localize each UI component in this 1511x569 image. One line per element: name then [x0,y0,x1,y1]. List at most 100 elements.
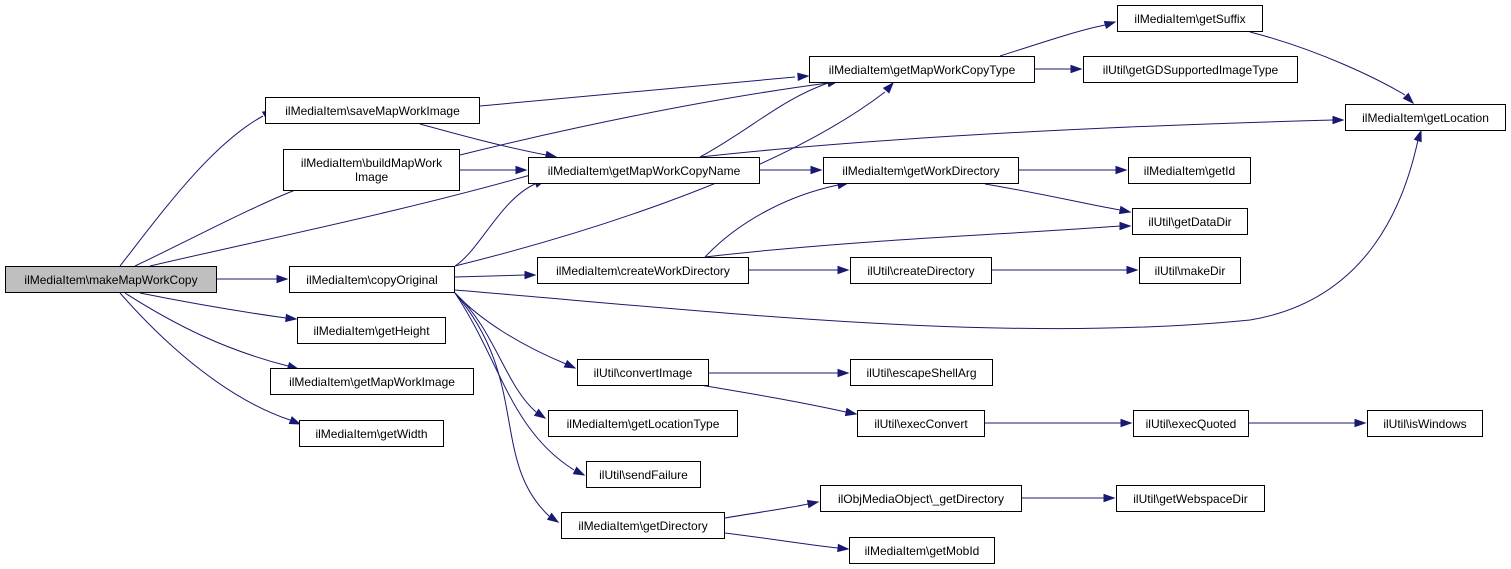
node-get-work-directory[interactable]: ilMediaItem\getWorkDirectory [823,157,1019,184]
node-label: ilMediaItem\getLocationType [566,416,720,431]
arrowhead [524,270,537,280]
arrowhead [1119,221,1132,231]
call-edge [704,225,1121,258]
node-get-height[interactable]: ilMediaItem\getHeight [297,317,446,344]
arrowhead [572,466,586,476]
arrowhead [1354,418,1367,428]
arrowhead [1070,64,1083,74]
call-edge [454,91,886,267]
node-exec-quoted[interactable]: ilUtil\execQuoted [1133,410,1249,437]
node-copy-original[interactable]: ilMediaItem\copyOriginal [289,266,455,293]
call-edge [724,532,839,549]
arrowhead [1413,129,1422,143]
node-get-map-work-copy-type[interactable]: ilMediaItem\getMapWorkCopyType [809,56,1035,83]
arrowhead [1115,165,1128,175]
arrowhead [533,408,547,419]
arrowhead [1126,265,1139,275]
arrowhead [515,165,528,175]
arrowhead [546,512,560,523]
node-send-failure[interactable]: ilUtil\sendFailure [586,461,701,488]
node-label: ilMediaItem\getLocation [1362,110,1489,125]
arrowhead [837,368,850,378]
call-edge [454,292,537,413]
arrowhead [1118,205,1132,215]
call-edge [134,186,304,267]
arrowhead [1103,493,1116,503]
node-label: ilMediaItem\getId [1143,163,1236,178]
arrowhead [1103,20,1117,30]
call-edge [454,292,550,517]
node-convert-image[interactable]: ilUtil\convertImage [577,359,709,386]
call-edge [1249,31,1406,96]
node-get-gd-supported-image-type[interactable]: ilUtil\getGDSupportedImageType [1083,56,1298,83]
call-edge [984,183,1121,211]
node-label: ilMediaItem\getSuffix [1134,11,1246,26]
node-obj-get-directory[interactable]: ilObjMediaObject\_getDirectory [820,485,1022,512]
call-edge [699,82,829,158]
node-save-map-work-image[interactable]: ilMediaItem\saveMapWorkImage [265,97,480,124]
node-is-windows[interactable]: ilUtil\isWindows [1367,410,1483,437]
node-label: ilUtil\getGDSupportedImageType [1102,62,1279,77]
node-label: ilMediaItem\getMapWorkCopyName [547,163,741,178]
arrowhead [882,81,894,94]
node-label: ilUtil\execConvert [874,416,968,431]
call-edge [139,292,287,319]
arrowhead [810,165,823,175]
call-edge [124,292,289,367]
node-label: ilMediaItem\getDirectory [578,518,708,533]
arrowhead [1402,92,1415,105]
node-create-directory[interactable]: ilUtil\createDirectory [850,257,992,284]
arrowhead [563,359,577,369]
call-edge [699,119,1334,158]
node-get-location[interactable]: ilMediaItem\getLocation [1345,104,1506,131]
call-edge [479,76,796,107]
node-label: ilUtil\execQuoted [1145,416,1237,431]
node-get-webspace-dir[interactable]: ilUtil\getWebspaceDir [1116,485,1265,512]
node-get-map-work-copy-name[interactable]: ilMediaItem\getMapWorkCopyName [528,157,760,184]
arrowhead [806,499,820,509]
arrowhead [837,265,850,275]
node-get-data-dir[interactable]: ilUtil\getDataDir [1132,208,1248,235]
node-create-work-directory[interactable]: ilMediaItem\createWorkDirectory [537,257,749,284]
node-label: ilMediaItem\getMapWorkCopyType [828,62,1016,77]
node-label: ilUtil\convertImage [593,365,693,380]
node-make-map-work-copy[interactable]: ilMediaItem\makeMapWorkCopy [5,266,217,293]
node-label: ilUtil\makeDir [1154,263,1226,278]
call-edge [454,292,575,471]
arrowhead [837,543,850,553]
node-get-directory[interactable]: ilMediaItem\getDirectory [561,512,725,539]
node-label: ilUtil\createDirectory [867,263,975,278]
call-edge [454,292,567,365]
node-get-width[interactable]: ilMediaItem\getWidth [299,420,444,447]
node-label: ilUtil\getWebspaceDir [1133,491,1248,506]
node-label-line-2: Image [354,170,389,184]
call-edge [454,183,536,267]
call-edge [704,184,839,258]
call-edge [459,82,829,156]
node-make-dir[interactable]: ilUtil\makeDir [1139,257,1241,284]
node-label: ilMediaItem\copyOriginal [306,272,438,287]
call-edge [724,503,809,519]
call-edge [119,115,264,267]
node-exec-convert[interactable]: ilUtil\execConvert [857,410,985,437]
node-label: ilUtil\escapeShellArg [866,365,977,380]
arrowhead [1120,418,1133,428]
node-get-mob-id[interactable]: ilMediaItem\getMobId [849,537,995,564]
node-get-id[interactable]: ilMediaItem\getId [1128,157,1251,184]
node-get-suffix[interactable]: ilMediaItem\getSuffix [1117,5,1263,32]
arrowhead [797,72,810,82]
node-label: ilUtil\sendFailure [599,467,688,482]
node-label: ilMediaItem\getHeight [313,323,430,338]
node-build-map-work-image[interactable]: ilMediaItem\buildMapWork Image [283,149,460,191]
call-edge [454,139,1419,330]
node-label: ilMediaItem\createWorkDirectory [556,263,730,278]
node-label: ilUtil\getDataDir [1148,214,1232,229]
arrowhead [844,407,858,417]
node-label: ilMediaItem\getMapWorkImage [289,374,455,389]
call-edge [149,169,549,267]
arrowhead [285,313,298,323]
node-get-map-work-image[interactable]: ilMediaItem\getMapWorkImage [270,368,474,395]
node-escape-shell-arg[interactable]: ilUtil\escapeShellArg [850,359,993,386]
node-get-location-type[interactable]: ilMediaItem\getLocationType [548,410,738,437]
